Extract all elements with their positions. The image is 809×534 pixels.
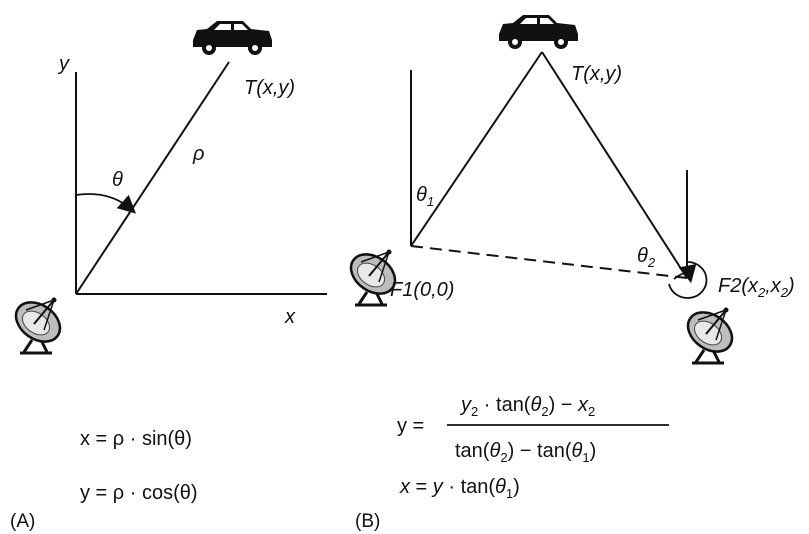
x-axis-label: x	[284, 306, 296, 328]
target-to-f2-line	[541, 51, 688, 279]
car-icon	[499, 15, 578, 49]
equation-x: x = y · tan(θ1)	[399, 476, 520, 501]
equation-x: x = ρ · sin(θ)	[80, 428, 192, 450]
range-line	[75, 61, 230, 295]
satellite-dish-icon	[679, 302, 741, 366]
f1-label: F1(0,0)	[390, 279, 454, 301]
panel-a: y x T(x,y) θ ρ x = ρ · sin(θ) y = ρ · co…	[7, 21, 327, 532]
baseline-dashed	[410, 245, 688, 279]
panel-b: T(x,y) θ1 θ2 F1(0,0) F2(x2,x2) y = y2 · …	[342, 15, 795, 532]
target-label: T(x,y)	[571, 63, 622, 85]
equation-y-denominator: tan(θ2) − tan(θ1)	[455, 440, 596, 465]
f2-angle-circle	[668, 261, 708, 299]
theta-arc	[75, 193, 136, 214]
range-label: ρ	[192, 143, 204, 165]
y-axis-label: y	[57, 53, 70, 75]
equation-y-numerator: y2 · tan(θ2) − x2	[459, 394, 595, 419]
target-label: T(x,y)	[244, 77, 295, 99]
theta2-arc	[673, 263, 697, 284]
f1-to-target-line	[410, 51, 543, 247]
equation-y: y = ρ · cos(θ)	[80, 482, 198, 504]
panel-label-a: (A)	[10, 511, 35, 532]
f2-label: F2(x2,x2)	[718, 275, 795, 300]
car-icon	[193, 21, 272, 55]
satellite-dish-icon	[7, 292, 69, 356]
equation-y-lhs: y =	[397, 415, 424, 437]
theta2-label: θ2	[637, 245, 656, 270]
theta1-label: θ1	[416, 184, 434, 209]
angle-label: θ	[112, 169, 123, 191]
panel-label-b: (B)	[355, 511, 380, 532]
